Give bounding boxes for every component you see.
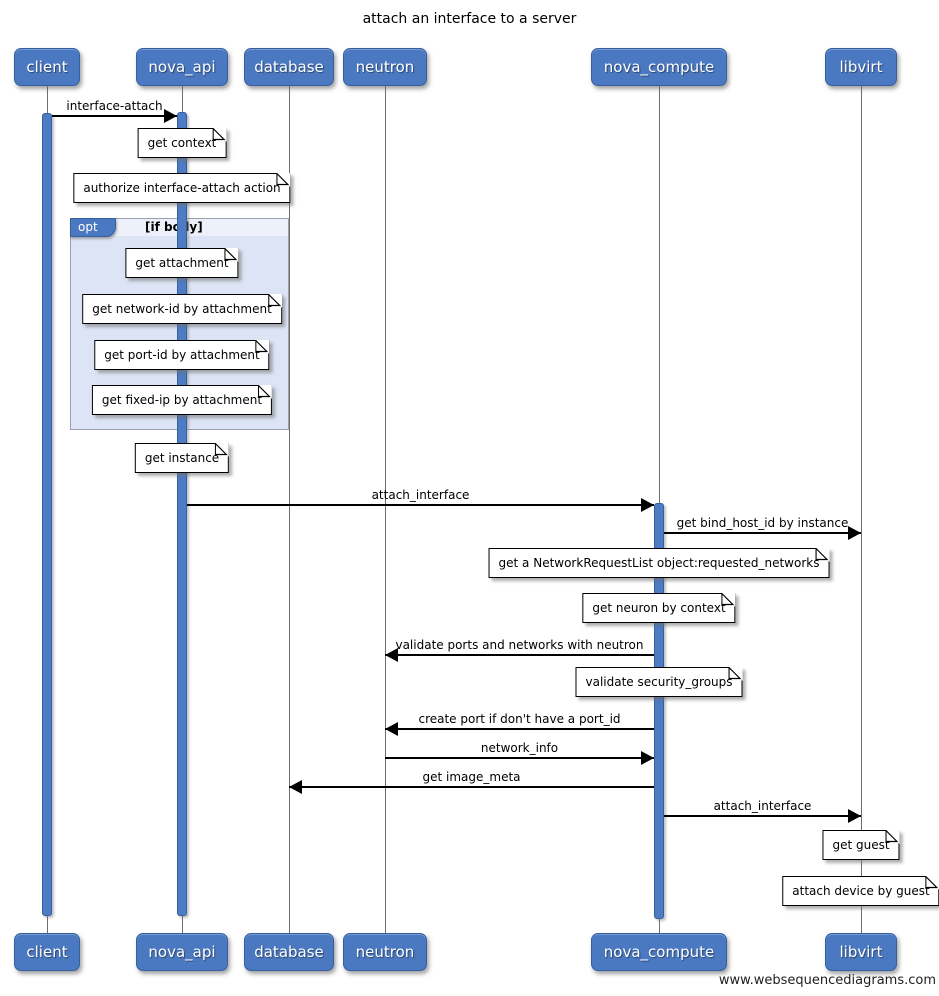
message-arrowhead [641,751,654,765]
participant-box-neutron: neutron [343,48,427,86]
message-line [385,728,654,730]
note-text: attach device by guest [792,884,930,898]
note: get context [137,128,227,158]
note: get network-id by attachment [82,294,282,324]
message-arrowhead [164,109,177,123]
participant-box-nova_compute: nova_compute [591,48,727,86]
message-label: validate ports and networks with neutron [395,638,644,652]
message-line [289,786,654,788]
message-line [664,815,861,817]
message-arrowhead [848,809,861,823]
message-line [385,654,654,656]
activation-bar-nova_compute [654,503,664,919]
participant-box-neutron-bottom: neutron [343,933,427,971]
activation-bar-nova_api [177,112,187,916]
message-arrowhead [289,780,302,794]
participant-box-nova_compute-bottom: nova_compute [591,933,727,971]
fragment-guard: [if body] [145,220,203,234]
note-fold-icon [212,128,227,142]
lifeline-database [289,86,290,933]
note-text: get guest [832,838,890,852]
message-line [52,115,177,117]
message-arrowhead [848,526,861,540]
message-label: attach_interface [371,488,470,502]
message-label: interface-attach [66,99,163,113]
message-label: get image_meta [422,770,521,784]
participant-box-nova_api: nova_api [136,48,228,86]
note: get fixed-ip by attachment [91,385,273,415]
fragment-opt-tab: opt [70,218,116,237]
participant-box-nova_api-bottom: nova_api [136,933,228,971]
participant-box-client-bottom: client [14,933,80,971]
note-fold-icon [885,830,900,844]
note-text: get a NetworkRequestList object:requeste… [498,556,820,570]
note-text: get neuron by context [592,601,726,615]
activation-bar-client [42,113,52,916]
note-fold-icon [276,173,291,187]
message-label: create port if don't have a port_id [418,712,621,726]
message-line [187,504,654,506]
note: get guest [822,830,900,860]
participant-box-database: database [244,48,334,86]
note: authorize interface-attach action [73,173,291,203]
message-line [385,757,654,759]
note: get a NetworkRequestList object:requeste… [488,548,830,578]
note-text: get network-id by attachment [92,302,272,316]
message-arrowhead [385,722,398,736]
note-fold-icon [258,385,273,399]
lifeline-neutron [385,86,386,933]
diagram-title: attach an interface to a server [362,11,577,27]
note: attach device by guest [782,876,939,906]
participant-box-database-bottom: database [244,933,334,971]
note-text: get port-id by attachment [104,348,260,362]
note-fold-icon [728,667,743,681]
participant-box-client: client [14,48,80,86]
note-text: get attachment [135,256,229,270]
note: get port-id by attachment [94,340,270,370]
note-text: get context [147,136,217,150]
note-fold-icon [721,593,736,607]
note: validate security_groups [575,667,743,697]
message-arrowhead [641,498,654,512]
note-text: get instance [144,451,220,465]
message-label: network_info [480,741,559,755]
note: get instance [134,443,230,473]
note-text: authorize interface-attach action [83,181,281,195]
note-fold-icon [925,876,939,890]
note-fold-icon [267,294,282,308]
note-fold-icon [815,548,830,562]
note-fold-icon [215,443,230,457]
message-line [664,532,861,534]
participant-box-libvirt-bottom: libvirt [825,933,897,971]
lifeline-libvirt [861,86,862,933]
message-label: get bind_host_id by instance [676,516,849,530]
note: get attachment [125,248,239,278]
note-fold-icon [255,340,270,354]
message-arrowhead [385,648,398,662]
participant-box-libvirt: libvirt [825,48,897,86]
watermark: www.websequencediagrams.com [718,973,936,988]
note-text: get fixed-ip by attachment [101,393,263,407]
message-label: attach_interface [713,799,812,813]
note: get neuron by context [582,593,736,623]
note-fold-icon [224,248,239,262]
note-text: validate security_groups [585,675,733,689]
